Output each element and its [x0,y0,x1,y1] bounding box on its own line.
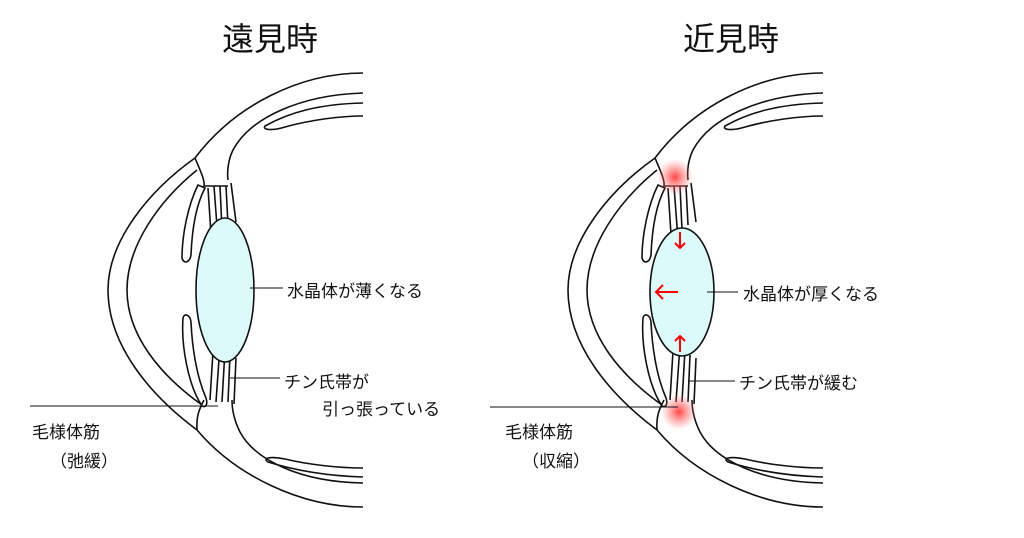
near-lens-label: 水晶体が厚くなる [743,285,879,305]
near-ciliary-state: （収縮） [522,452,590,472]
far-ciliary-state: （弛緩） [50,452,118,472]
far-lens [195,217,255,363]
arrow-down-icon [674,232,686,250]
far-eye [30,72,364,508]
ciliary-contraction-glow-top [657,159,693,195]
near-title: 近見時 [683,20,780,58]
far-title: 遠見時 [222,20,319,58]
near-zonule-label: チン氏帯が緩む [739,374,858,394]
arrow-up-icon [674,334,686,352]
far-zonule-label-1: チン氏帯が [284,373,369,393]
ciliary-contraction-glow-bottom [661,394,697,430]
near-ciliary-label: 毛様体筋 [505,423,573,443]
far-zonule-label-2: 引っ張っている [322,400,441,420]
arrow-left-icon [654,284,678,300]
far-ciliary-label: 毛様体筋 [32,423,100,443]
near-eye [490,72,824,508]
far-lens-label: 水晶体が薄くなる [287,282,423,302]
